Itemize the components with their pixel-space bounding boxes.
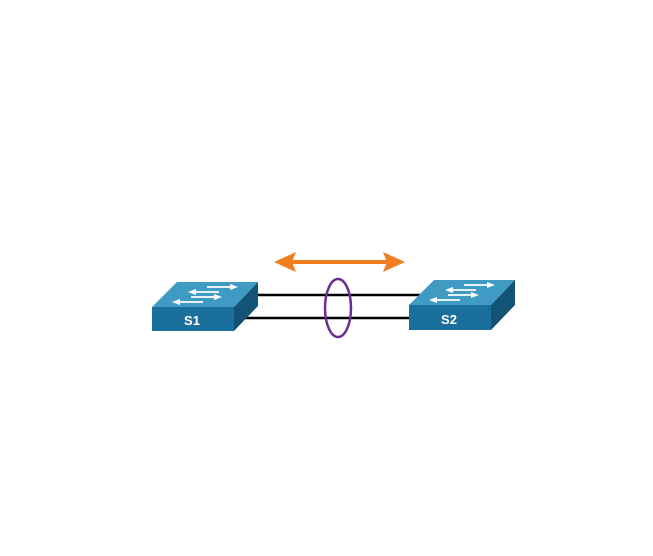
switch-label: S1 bbox=[184, 313, 200, 328]
layer2-switch-icon bbox=[152, 282, 258, 331]
etherchannel-ellipse-icon bbox=[323, 277, 353, 339]
bidirectional-arrow-icon bbox=[274, 252, 405, 272]
switch-s2[interactable]: S2 bbox=[409, 280, 515, 330]
switch-s1[interactable]: S1 bbox=[152, 282, 258, 331]
layer2-switch-icon bbox=[409, 280, 515, 330]
link-group bbox=[244, 293, 422, 320]
switch-label: S2 bbox=[441, 312, 457, 327]
